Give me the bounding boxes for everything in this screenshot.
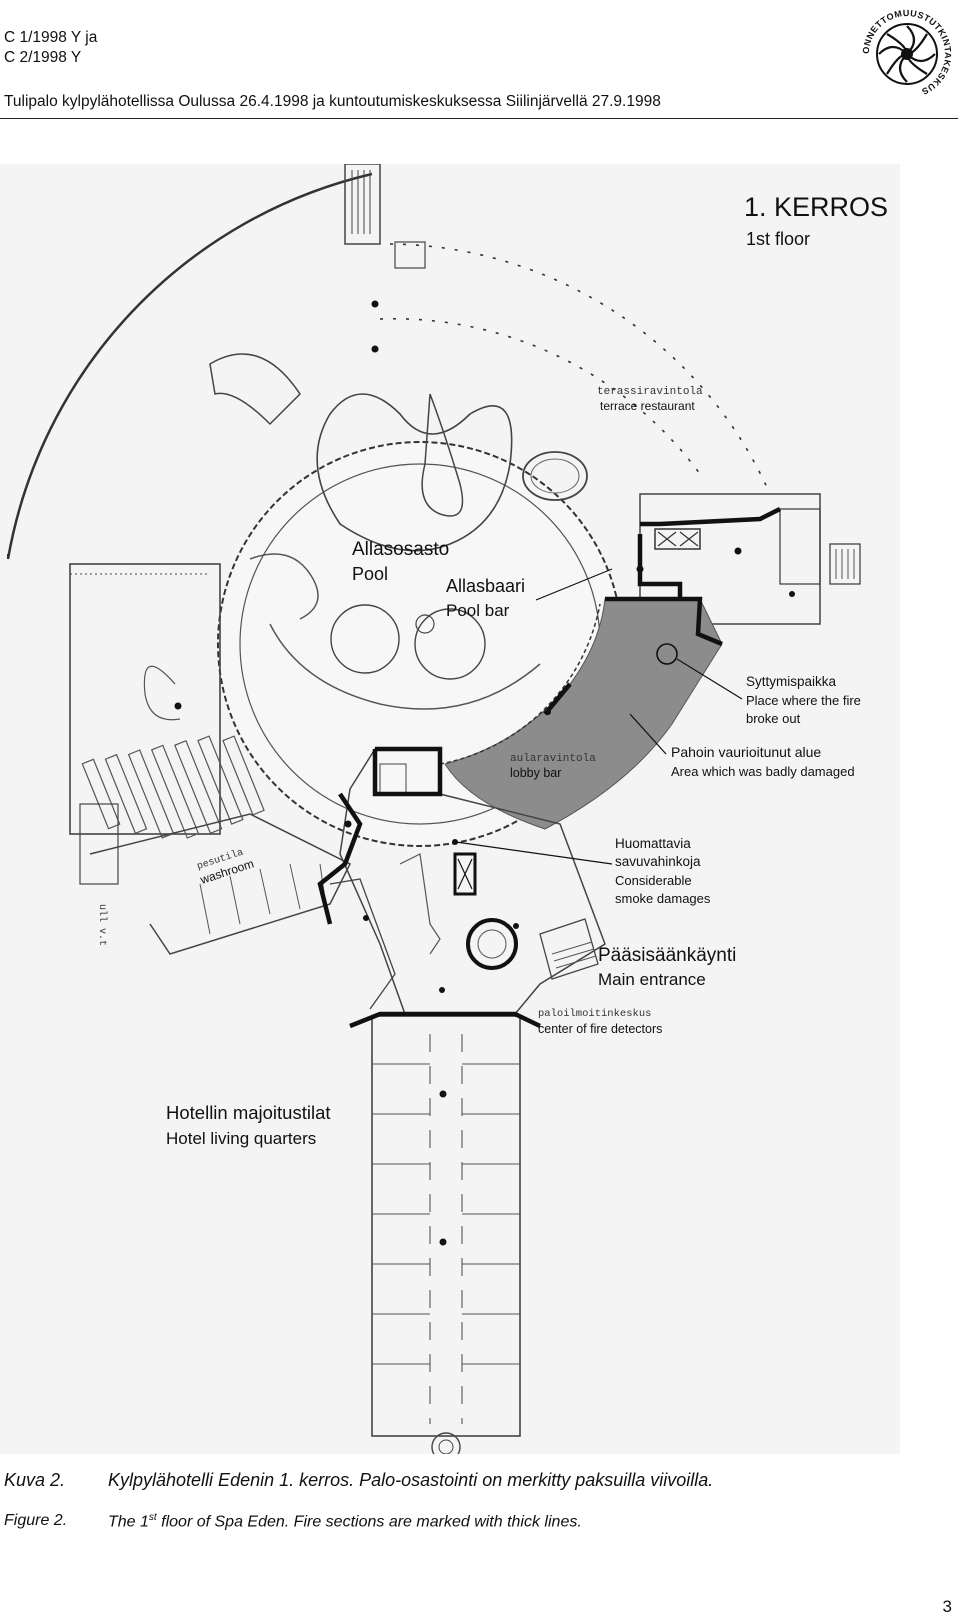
ignition-label-en1: Place where the fire <box>746 693 861 708</box>
terrace-label-fi: terassiravintola <box>597 386 703 398</box>
smoke-label-fi2: savuvahinkoja <box>615 854 701 869</box>
page-number: 3 <box>942 1597 952 1616</box>
pool-label-fi: Allasosasto <box>352 539 449 560</box>
damaged-area-label-en: Area which was badly damaged <box>671 764 855 779</box>
side-room-label: ull v.t <box>96 904 108 946</box>
smoke-label-en2: smoke damages <box>615 891 711 906</box>
hotel-label-en: Hotel living quarters <box>166 1129 316 1148</box>
damaged-area-label-fi: Pahoin vaurioitunut alue <box>671 744 821 760</box>
report-ref-line1: C 1/1998 Y ja <box>4 29 98 46</box>
header-rule <box>0 118 958 119</box>
ignition-label-en2: broke out <box>746 711 801 726</box>
pool-label-en: Pool <box>352 564 388 584</box>
entrance-label-fi: Pääsisäänkäynti <box>598 945 736 966</box>
floor-plan-figure: 1. KERROS 1st floor terassiravintola ter… <box>0 164 900 1454</box>
floor-label-en: 1st floor <box>746 229 810 249</box>
agency-seal-logo: ONNETTOMUUSTUTKINTAKESKUS <box>861 8 953 97</box>
detectors-label-en: center of fire detectors <box>538 1022 662 1036</box>
caption-text-en: The 1st floor of Spa Eden. Fire sections… <box>108 1512 582 1531</box>
caption-text-en-post: floor of Spa Eden. Fire sections are mar… <box>156 1513 582 1531</box>
pool-bar-label-fi: Allasbaari <box>446 576 525 596</box>
lobby-bar-label-fi: aularavintola <box>510 753 596 765</box>
terrace-label-en: terrace restaurant <box>600 399 695 413</box>
caption-text-fi: Kylpylähotelli Edenin 1. kerros. Palo-os… <box>108 1470 714 1490</box>
pool-bar-label-en: Pool bar <box>446 601 510 620</box>
caption-label-en: Figure 2. <box>4 1512 68 1529</box>
lobby-bar-label-en: lobby bar <box>510 766 561 780</box>
detectors-label-fi: paloilmoitinkeskus <box>538 1008 651 1020</box>
caption-text-en-sup: st <box>148 1512 157 1523</box>
smoke-label-en1: Considerable <box>615 873 692 888</box>
smoke-label-fi1: Huomattavia <box>615 836 691 851</box>
caption-label-fi: Kuva 2. <box>4 1470 66 1490</box>
caption-text-en-pre: The 1 <box>108 1513 149 1531</box>
hotel-label-fi: Hotellin majoitustilat <box>166 1102 331 1123</box>
floor-label-fi: 1. KERROS <box>744 192 888 222</box>
report-ref-line2: C 2/1998 Y <box>4 49 82 66</box>
ignition-label-fi: Syttymispaikka <box>746 674 837 689</box>
running-title: Tulipalo kylpylähotellissa Oulussa 26.4.… <box>4 93 661 110</box>
entrance-label-en: Main entrance <box>598 970 706 989</box>
